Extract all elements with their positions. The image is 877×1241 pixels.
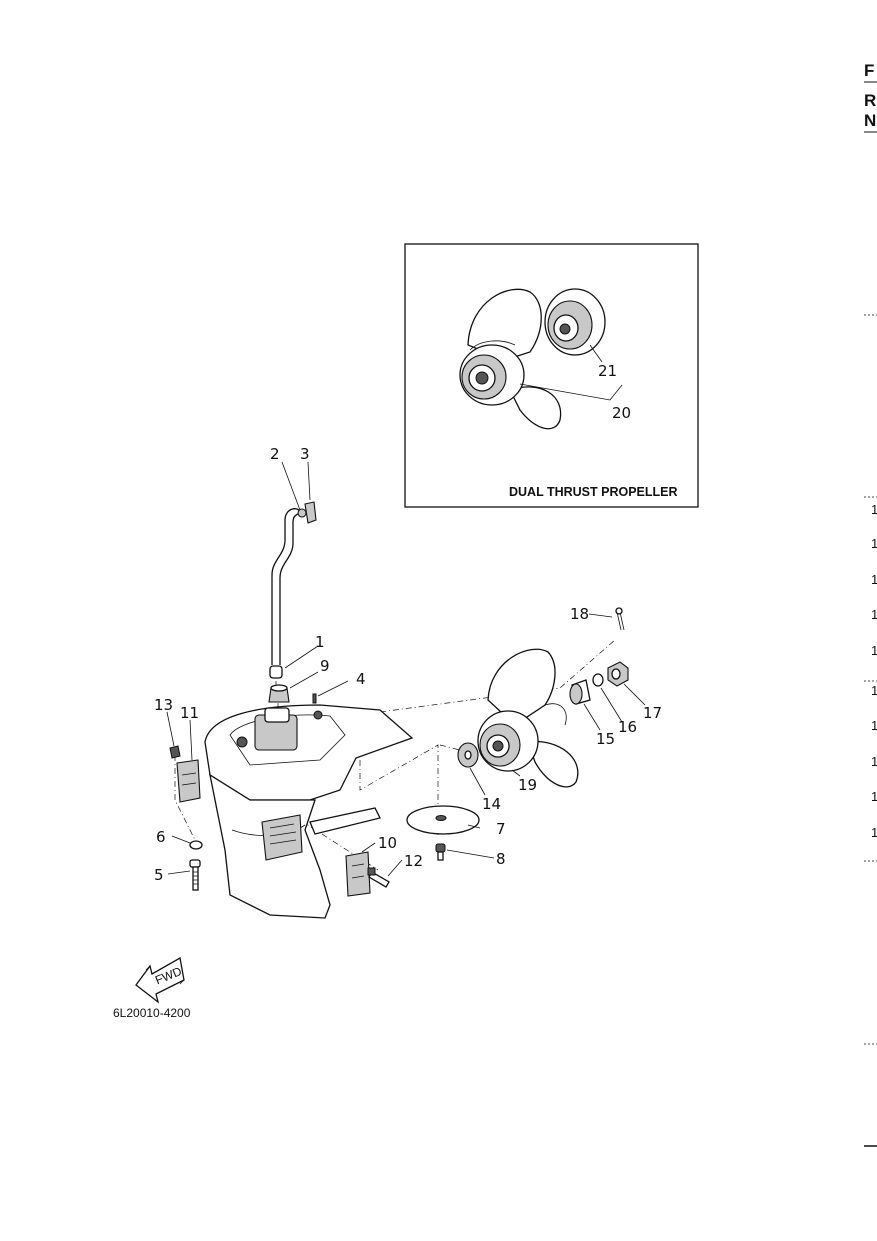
callout-18: 18 (570, 605, 589, 623)
edge-number: 1 (871, 643, 877, 658)
callout-12: 12 (404, 852, 423, 870)
edge-letter-r: R (864, 91, 876, 110)
edge-number: 1 (871, 754, 877, 769)
fwd-arrow: FWD (135, 956, 185, 1004)
edge-number: 1 (871, 572, 877, 587)
callout-1: 1 (315, 633, 325, 651)
plate-7 (406, 805, 480, 835)
edge-letter-n: N (864, 111, 876, 130)
inset-frame (404, 243, 699, 508)
callout-11: 11 (180, 704, 199, 722)
edge-number: 1 (871, 683, 877, 698)
edge-letter-f: F (864, 61, 874, 80)
leader-lines (166, 461, 646, 877)
water-tube-2 (271, 508, 307, 665)
inset-propeller-20 (459, 288, 562, 430)
grommet-1 (269, 665, 283, 679)
edge-number: 1 (871, 718, 877, 733)
callout-14: 14 (482, 795, 501, 813)
callout-13: 13 (154, 696, 173, 714)
callout-17: 17 (643, 704, 662, 722)
edge-number: 1 (871, 502, 877, 517)
callout-19: 19 (518, 776, 537, 794)
inset-cone-21 (544, 288, 606, 356)
figure-code: 6L20010-4200 (113, 1006, 191, 1020)
edge-number: 1 (871, 536, 877, 551)
callout-20: 20 (612, 404, 631, 422)
edge-number: 1 (871, 825, 877, 840)
clip-3 (304, 501, 317, 524)
cotter-pin-18 (615, 607, 625, 631)
callout-16: 16 (618, 718, 637, 736)
spacer-15 (569, 679, 591, 705)
bolt-5 (189, 859, 201, 891)
thrust-washer-14 (457, 742, 479, 768)
edge-number: 1 (871, 789, 877, 804)
propeller-19 (477, 648, 579, 788)
callout-9: 9 (320, 657, 330, 675)
pin-4 (312, 693, 317, 704)
right-edge-margin: F R N 1 1 1 1 1 1 1 1 1 1 (864, 61, 877, 1147)
bolt-12 (367, 867, 390, 888)
washer-16 (592, 673, 604, 687)
anode-11 (176, 759, 201, 803)
nut-13 (169, 745, 181, 759)
dual-thrust-inset: 21 20 DUAL THRUST PROPELLER (404, 243, 699, 508)
trim-tab-10 (345, 851, 371, 897)
lower-casing (204, 704, 414, 919)
callout-8: 8 (496, 850, 506, 868)
nut-17 (607, 661, 629, 687)
washer-6 (189, 840, 203, 850)
callout-5: 5 (154, 866, 164, 884)
callout-3: 3 (300, 445, 310, 463)
callout-7: 7 (496, 820, 506, 838)
callout-6: 6 (156, 828, 166, 846)
screw-8 (435, 843, 446, 861)
callout-15: 15 (596, 730, 615, 748)
callouts: 1 2 3 4 5 6 7 8 9 10 11 12 13 14 15 16 1… (154, 445, 662, 884)
callout-4: 4 (356, 670, 366, 688)
grommet-9 (268, 684, 290, 703)
callout-10: 10 (378, 834, 397, 852)
callout-2: 2 (270, 445, 280, 463)
inset-caption: DUAL THRUST PROPELLER (509, 485, 678, 499)
callout-21: 21 (598, 362, 617, 380)
edge-number: 1 (871, 607, 877, 622)
